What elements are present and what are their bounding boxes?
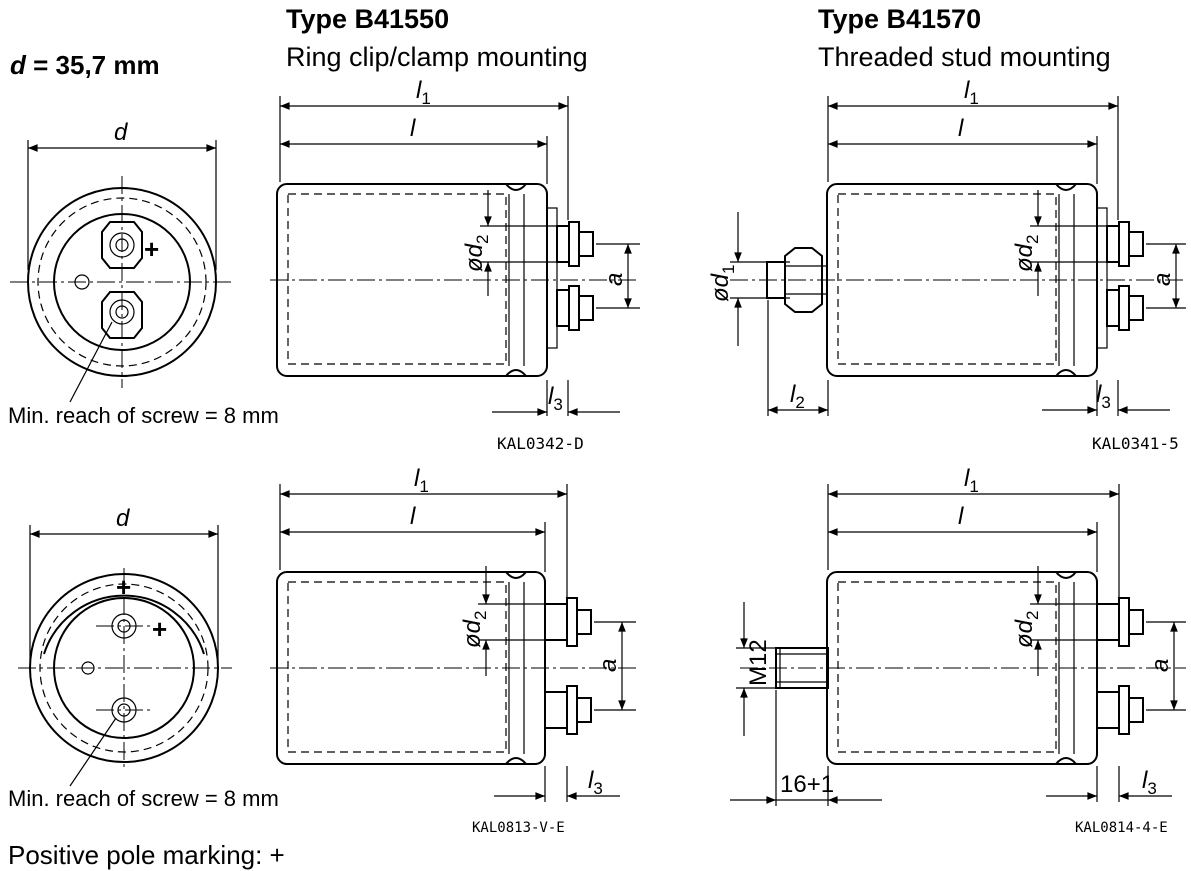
label-l: l — [958, 503, 964, 530]
label-od2: ød2 — [1011, 611, 1042, 648]
plus-marker-side: + — [152, 614, 167, 644]
vent-hole — [81, 661, 95, 675]
label-l3: l3 — [1096, 381, 1111, 412]
label-a: a — [1147, 659, 1174, 672]
stud-nut — [784, 247, 823, 313]
label-l: l — [410, 115, 416, 142]
drawing-code-bottom-right: KAL0814-4-E — [1075, 820, 1168, 836]
left-type-title: Type B41550 — [286, 4, 450, 34]
label-l1: l1 — [414, 465, 429, 496]
end-view-bottom: + + d — [18, 505, 232, 787]
screw-reach-note-top: Min. reach of screw = 8 mm — [8, 403, 279, 428]
side-view-top-right: l1 l ød2 a ød1 l2 l3 — [707, 77, 1186, 416]
drawing-code-top-right: KAL0341-5 — [1092, 434, 1179, 453]
diameter-note: d = 35,7 mm — [10, 50, 160, 80]
label-l3: l3 — [588, 767, 603, 798]
side-view-top-left: l1 l ød2 a l3 — [270, 77, 640, 416]
label-a: a — [1149, 273, 1176, 286]
label-l1: l1 — [964, 77, 979, 108]
side-view-bottom-right: l1 l ød2 a M12 16+1 l3 — [730, 465, 1186, 806]
label-l3: l3 — [1142, 767, 1157, 798]
screw-reach-note-bottom: Min. reach of screw = 8 mm — [8, 786, 279, 811]
positive-pole-note: Positive pole marking: + — [8, 840, 285, 870]
label-od1: ød1 — [707, 265, 738, 302]
vent-hole — [74, 274, 90, 290]
label-d: d — [114, 119, 128, 146]
label-l: l — [410, 503, 416, 530]
label-od2: ød2 — [459, 611, 490, 648]
label-l2: l2 — [790, 381, 805, 412]
screw-reach-leader — [69, 321, 113, 403]
label-l3: l3 — [548, 383, 563, 414]
label-od2: ød2 — [461, 235, 492, 272]
label-d: d — [116, 505, 130, 532]
label-a: a — [595, 659, 622, 672]
plus-marker: + — [144, 234, 159, 264]
plus-marker-top: + — [116, 572, 131, 602]
side-view-bottom-left: l1 l ød2 a l3 — [270, 465, 640, 802]
left-mount-subtitle: Ring clip/clamp mounting — [286, 42, 588, 72]
label-stud-length: 16+1 — [780, 771, 834, 798]
label-m12: M12 — [745, 639, 772, 686]
drawing-code-top-left: KAL0342-D — [497, 434, 584, 453]
right-type-title: Type B41570 — [818, 4, 982, 34]
terminal-nut-positive — [101, 221, 143, 269]
right-mount-subtitle: Threaded stud mounting — [818, 42, 1111, 72]
label-a: a — [601, 273, 628, 286]
screw-reach-leader — [69, 717, 117, 787]
terminal-nut-negative — [101, 291, 143, 339]
label-l1: l1 — [964, 465, 979, 496]
label-l1: l1 — [416, 77, 431, 108]
m12-stud — [775, 647, 829, 689]
label-l: l — [958, 115, 964, 142]
end-view-top: + d — [10, 119, 232, 403]
label-od2: ød2 — [1011, 235, 1042, 272]
drawing-code-bottom-left: KAL0813-V-E — [472, 820, 565, 836]
